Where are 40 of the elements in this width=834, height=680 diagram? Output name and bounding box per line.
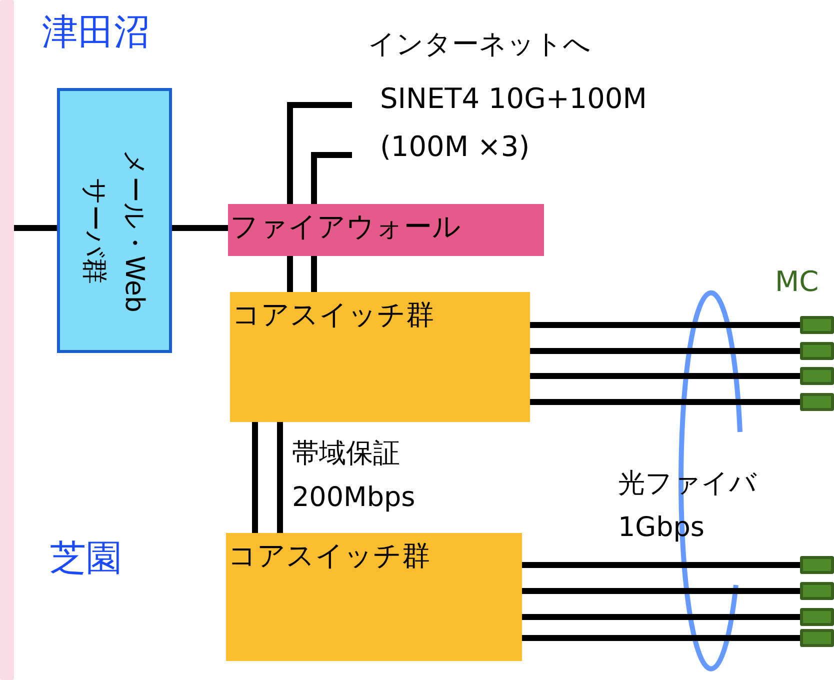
cable-line (287, 102, 352, 204)
switch-box (226, 533, 522, 661)
media-converter-bar (800, 316, 834, 334)
site-name: 津田沼 (42, 11, 150, 55)
caption-text: インターネットへ (368, 28, 591, 62)
media-converter-bar (800, 629, 834, 647)
cable-line (172, 225, 228, 231)
cable-line (277, 422, 283, 533)
site-name: 芝園 (50, 537, 122, 581)
server-box (57, 88, 172, 353)
site-band (0, 0, 14, 680)
media-converter-bar (800, 393, 834, 411)
cable-line (311, 152, 352, 204)
cable-line (530, 348, 800, 354)
cable-line (522, 562, 800, 568)
media-converter-bar (800, 608, 834, 626)
cable-line (311, 256, 317, 292)
media-converter-bar (800, 367, 834, 385)
cable-line (252, 422, 258, 533)
server-group-name: メール・Webサーバ群 (78, 148, 150, 314)
cable-line (530, 322, 800, 328)
switch-box (230, 292, 530, 422)
cable-line (14, 225, 57, 231)
cable-line (287, 256, 293, 292)
firewall-name: ファイアウォール (230, 209, 461, 245)
cable-line (530, 373, 800, 379)
cable-line (522, 635, 800, 641)
cable-line (522, 588, 800, 594)
media-converter-bar (800, 582, 834, 600)
cable-line (522, 614, 800, 620)
network-label: (100M ×3) (380, 130, 530, 163)
network-label: SINET4 10G+100M (380, 82, 647, 115)
firewall-box (228, 204, 544, 256)
cable-line (530, 399, 800, 405)
bandwidth-note: 帯域保証 200Mbps (292, 437, 416, 515)
media-converter-bar (800, 342, 834, 360)
switch-group-name: コアスイッチ群 (228, 538, 430, 574)
switch-group-name: コアスイッチ群 (232, 297, 434, 333)
device-label: MC (775, 265, 819, 298)
media-converter-bar (800, 556, 834, 574)
